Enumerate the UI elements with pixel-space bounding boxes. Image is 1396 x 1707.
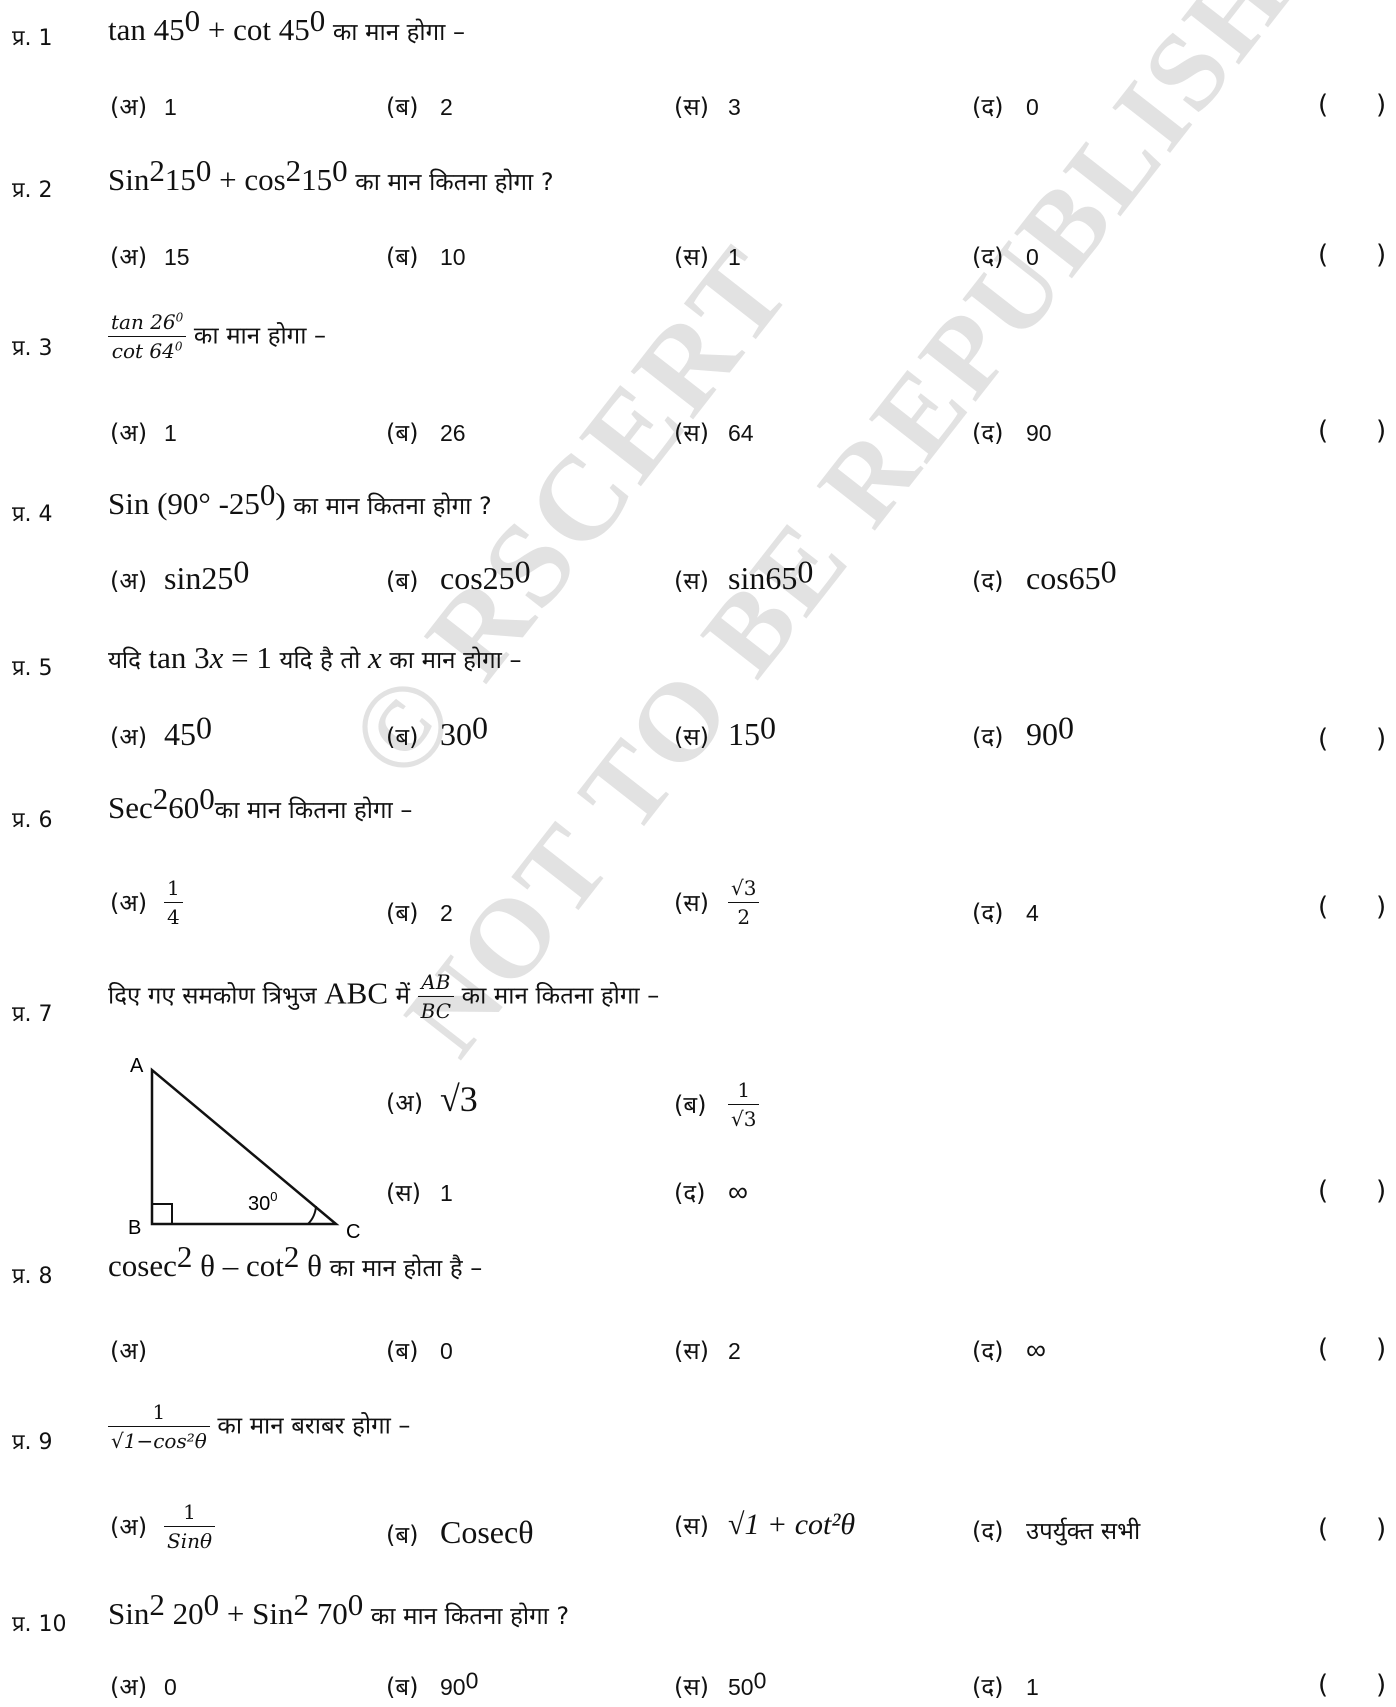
question-number: प्र. 10 bbox=[12, 1612, 67, 1637]
question-number: प्र. 2 bbox=[12, 178, 53, 203]
answer-bracket-open: ( bbox=[1318, 724, 1329, 754]
right-triangle-diagram: A B C 300 bbox=[128, 1056, 360, 1240]
answer-bracket-open: ( bbox=[1318, 416, 1329, 446]
question-number: प्र. 7 bbox=[12, 1002, 53, 1027]
question-text: यदि tan 3x = 1 यदि है तो x का मान होगा – bbox=[108, 640, 522, 675]
question-number: प्र. 9 bbox=[12, 1430, 53, 1455]
question-text: Sin (90° -250) का मान कितना होगा ? bbox=[108, 477, 492, 521]
option-a[interactable]: (अ) bbox=[110, 1337, 148, 1365]
answer-bracket-close: ) bbox=[1376, 1334, 1387, 1364]
answer-bracket-close: ) bbox=[1376, 1514, 1387, 1544]
option-c[interactable]: (स)64 bbox=[674, 419, 754, 447]
question-text: 1√1−cos²θ का मान बराबर होगा – bbox=[108, 1400, 410, 1453]
option-a[interactable]: (अ)450 bbox=[110, 709, 212, 752]
question-text: Sin2 200 + Sin2 700 का मान कितना होगा ? bbox=[108, 1587, 570, 1631]
question-number: प्र. 5 bbox=[12, 656, 53, 681]
option-c[interactable]: (स)√1 + cot²θ bbox=[674, 1508, 856, 1541]
answer-bracket-close: ) bbox=[1376, 1176, 1387, 1206]
option-a[interactable]: (अ)1 bbox=[110, 419, 177, 447]
triangle-outline bbox=[150, 1067, 340, 1226]
option-c[interactable]: (स)1 bbox=[674, 243, 741, 271]
option-a[interactable]: (अ)0 bbox=[110, 1673, 177, 1701]
option-b[interactable]: (ब)10 bbox=[386, 243, 466, 271]
answer-bracket-close: ) bbox=[1376, 240, 1387, 270]
option-d[interactable]: (द)0 bbox=[972, 93, 1039, 121]
fraction: 1√3 bbox=[728, 1078, 760, 1131]
question-text: cosec2 θ – cot2 θ का मान होता है – bbox=[108, 1239, 483, 1283]
option-d[interactable]: (द)उपर्युक्त सभी bbox=[972, 1517, 1141, 1545]
option-a[interactable]: (अ)√3 bbox=[386, 1079, 478, 1119]
option-b[interactable]: (ब)2 bbox=[386, 93, 453, 121]
option-d[interactable]: (द)cos650 bbox=[972, 553, 1117, 596]
answer-bracket-close: ) bbox=[1376, 1670, 1387, 1700]
answer-bracket-open: ( bbox=[1318, 90, 1329, 120]
option-a[interactable]: (अ)15 bbox=[110, 243, 190, 271]
option-c[interactable]: (स)sin650 bbox=[674, 553, 814, 596]
answer-bracket-open: ( bbox=[1318, 1670, 1329, 1700]
question-number: प्र. 3 bbox=[12, 336, 53, 361]
answer-bracket-close: ) bbox=[1376, 416, 1387, 446]
question-number: प्र. 1 bbox=[12, 26, 53, 51]
answer-bracket-close: ) bbox=[1376, 90, 1387, 120]
option-d[interactable]: (द)4 bbox=[972, 899, 1039, 927]
option-d[interactable]: (द)0 bbox=[972, 243, 1039, 271]
angle-label: 300 bbox=[248, 1189, 277, 1215]
option-c[interactable]: (स)1 bbox=[386, 1179, 453, 1207]
angle-arc bbox=[307, 1205, 317, 1225]
option-b[interactable]: (ब)1√3 bbox=[674, 1078, 760, 1131]
option-b[interactable]: (ब)Cosecθ bbox=[386, 1514, 534, 1550]
option-b[interactable]: (ब)0 bbox=[386, 1337, 453, 1365]
option-b[interactable]: (ब)cos250 bbox=[386, 553, 531, 596]
watermark-line2: NOT TO BE REPUBLISHED bbox=[381, 0, 1396, 1078]
option-b[interactable]: (ब)2 bbox=[386, 899, 453, 927]
option-b[interactable]: (ब)26 bbox=[386, 419, 466, 447]
option-c[interactable]: (स)2 bbox=[674, 1337, 741, 1365]
answer-bracket-open: ( bbox=[1318, 1334, 1329, 1364]
question-number: प्र. 4 bbox=[12, 502, 53, 527]
option-d[interactable]: (द)∞ bbox=[674, 1176, 748, 1207]
option-d[interactable]: (द)900 bbox=[972, 709, 1074, 752]
option-c[interactable]: (स)150 bbox=[674, 709, 776, 752]
option-c[interactable]: (स)500 bbox=[674, 1667, 767, 1701]
option-d[interactable]: (द)∞ bbox=[972, 1334, 1046, 1365]
question-text: Sec2600का मान कितना होगा – bbox=[108, 781, 413, 825]
option-c[interactable]: (स)3 bbox=[674, 93, 741, 121]
option-a[interactable]: (अ)1 bbox=[110, 93, 177, 121]
answer-bracket-close: ) bbox=[1376, 892, 1387, 922]
option-d[interactable]: (द)90 bbox=[972, 419, 1052, 447]
vertex-a-label: A bbox=[130, 1056, 144, 1077]
question-number: प्र. 8 bbox=[12, 1264, 53, 1289]
right-angle-mark bbox=[151, 1203, 173, 1225]
option-b[interactable]: (ब)900 bbox=[386, 1667, 479, 1701]
option-b[interactable]: (ब)300 bbox=[386, 709, 488, 752]
option-a[interactable]: (अ)sin250 bbox=[110, 553, 250, 596]
question-text: Sin2150 + cos2150 का मान कितना होगा ? bbox=[108, 153, 554, 197]
option-d[interactable]: (द)1 bbox=[972, 1673, 1039, 1701]
vertex-c-label: C bbox=[346, 1221, 360, 1240]
question-text: tan 450 + cot 450 का मान होगा – bbox=[108, 3, 465, 47]
answer-bracket-open: ( bbox=[1318, 892, 1329, 922]
answer-bracket-open: ( bbox=[1318, 240, 1329, 270]
answer-bracket-close: ) bbox=[1376, 724, 1387, 754]
vertex-b-label: B bbox=[128, 1217, 141, 1239]
question-number: प्र. 6 bbox=[12, 808, 53, 833]
fraction: 1√1−cos²θ bbox=[108, 1400, 210, 1453]
answer-bracket-open: ( bbox=[1318, 1514, 1329, 1544]
answer-bracket-open: ( bbox=[1318, 1176, 1329, 1206]
